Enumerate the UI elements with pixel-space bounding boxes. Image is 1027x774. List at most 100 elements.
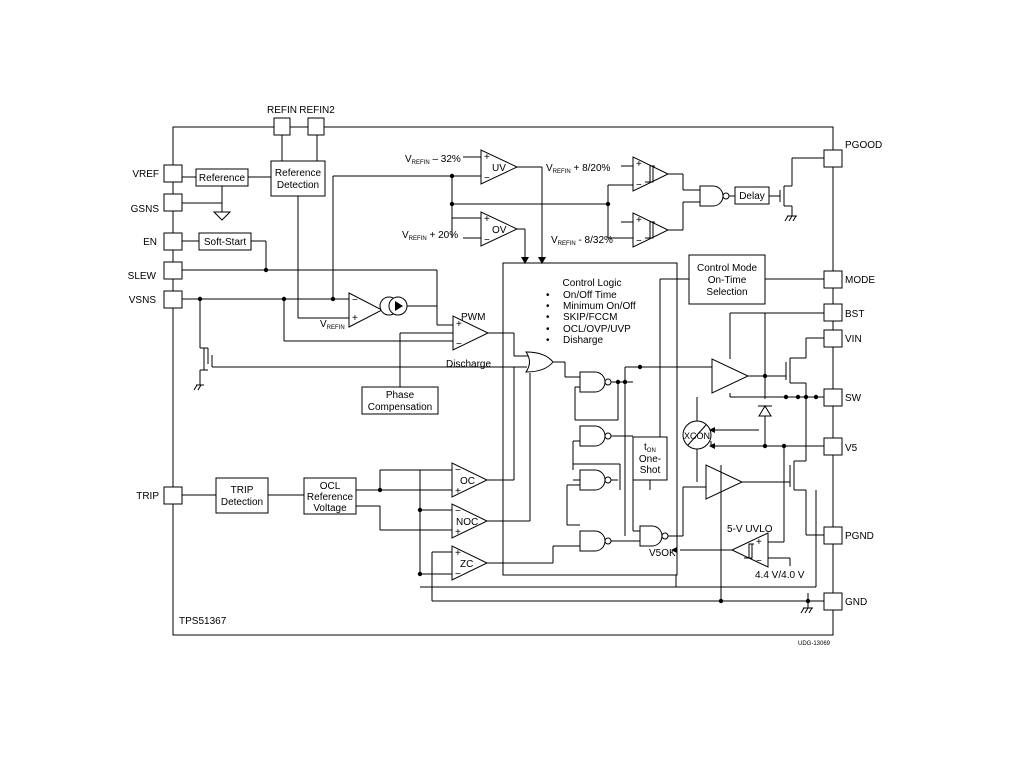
pin-label-v5: V5 [845,443,858,454]
pin-label-gsns: GSNS [131,204,160,215]
arrowheads [521,257,715,553]
delay-label: Delay [739,191,765,202]
pg-hi-threshold-label: VREFIN + 8/20% [546,163,611,175]
gm-arrow [395,301,403,311]
one-shot-label-2: Shot [640,465,661,476]
nand-gate-4 [579,530,606,552]
control-logic-title: Control Logic [563,278,622,289]
pin-label-slew: SLEW [128,271,157,282]
trip-detection-label-1: TRIP [231,485,254,496]
pin-label-refin2: REFIN2 [299,105,335,116]
pin-label-mode: MODE [845,275,875,286]
pin-vin [823,329,843,348]
high-side-driver [711,358,750,394]
ref-detection-label-2: Detection [277,180,319,191]
pg-lo-minus: − [636,236,642,247]
phase-comp-label-1: Phase [386,390,415,401]
pin-label-vref: VREF [132,169,159,180]
xcon-label: XCON [684,431,710,441]
wires [182,135,824,614]
oc-minus: − [455,465,461,476]
pwm-label: PWM [461,312,485,323]
control-logic-item-1: On/Off Time [563,290,617,301]
zc-plus: + [455,548,461,559]
ov-comparator [480,211,519,247]
soft-start-label: Soft-Start [204,237,246,248]
control-logic-text: Control Logic • On/Off Time • Minimum On… [546,278,636,346]
oc-label: OC [460,476,475,487]
ocl-ref-label-3: Voltage [313,503,347,514]
error-amplifier [348,292,384,328]
nand-gate-3 [579,469,606,491]
pin-en [163,232,183,251]
pin-gnd [823,592,843,611]
pgood-and-bubble [722,192,730,200]
control-logic-item-2: Minimum On/Off [563,301,636,312]
and-gate-5 [639,525,663,547]
pg-lo-plus: + [636,215,642,226]
nand-3-bubble [604,476,612,484]
nand-2-bubble [604,432,612,440]
uvlo-comparator [730,532,769,568]
pin-label-en: EN [143,237,157,248]
oc-plus: + [455,486,461,497]
ov-threshold-label: VREFIN + 20% [402,230,458,242]
noc-label: NOC [456,517,478,528]
pin-label-trip: TRIP [136,491,159,502]
nand-gate-2 [579,425,606,447]
pin-trip [163,486,183,505]
ocl-ref-label-2: Reference [307,492,354,503]
bullet-2: • [546,301,550,312]
uv-label: UV [492,163,506,174]
v5ok-label: V5OK [649,548,676,559]
one-shot-block [632,436,668,481]
pin-label-pgnd: PGND [845,531,874,542]
pin-sw [823,388,843,407]
part-number-label: TPS51367 [179,616,227,627]
uvlo-label: 5-V UVLO [727,524,773,535]
zc-minus: − [455,569,461,580]
pwm-minus: − [456,339,462,350]
boot-diode [758,405,772,417]
uv-threshold-label: VREFIN – 32% [405,154,461,166]
figure-id-label: UDG-13069 [798,641,831,647]
pin-slew [163,261,183,280]
phase-comp-block [361,386,439,415]
pin-refin2 [307,117,325,136]
pin-label-pgood: PGOOD [845,140,882,151]
discharge-label: Discharge [446,359,491,370]
pin-label-vin: VIN [845,334,862,345]
pwm-plus: + [456,319,462,330]
pg-lo-threshold-label: VREFIN - 8/32% [551,235,613,247]
pin-v5 [823,437,843,456]
uv-minus: − [484,173,490,184]
comparators: + − UV + − OV + − + − − + + − PWM − + OC [348,149,773,581]
noc-comparator [451,503,489,539]
control-mode-label-1: Control Mode [697,263,757,274]
control-logic-item-4: OCL/OVP/UVP [563,324,631,335]
uv-plus: + [484,152,490,163]
oc-comparator [451,462,489,498]
trip-detection-block [215,477,269,514]
pg-hi-minus: − [636,180,642,191]
pin-refin [273,117,291,136]
uvlo-minus: − [756,556,762,567]
nand-gate-1 [579,371,606,393]
pin-vsns [163,290,183,309]
pin-pgnd [823,526,843,545]
and-5-bubble [661,532,669,540]
noc-plus: + [455,527,461,538]
pin-label-sw: SW [845,393,862,404]
bullet-3: • [546,312,550,323]
control-mode-label-2: On-Time [708,275,747,286]
one-shot-ton-label: tON [644,442,656,454]
nand-4-bubble [604,537,612,545]
reference-label: Reference [199,173,246,184]
ocl-reference-block [303,477,357,515]
ea-refin-label: VREFIN [320,319,345,331]
zc-label: ZC [460,559,473,570]
pin-label-refin: REFIN [267,105,297,116]
chip-outline [172,126,834,636]
pgood-and-gate [699,185,724,207]
